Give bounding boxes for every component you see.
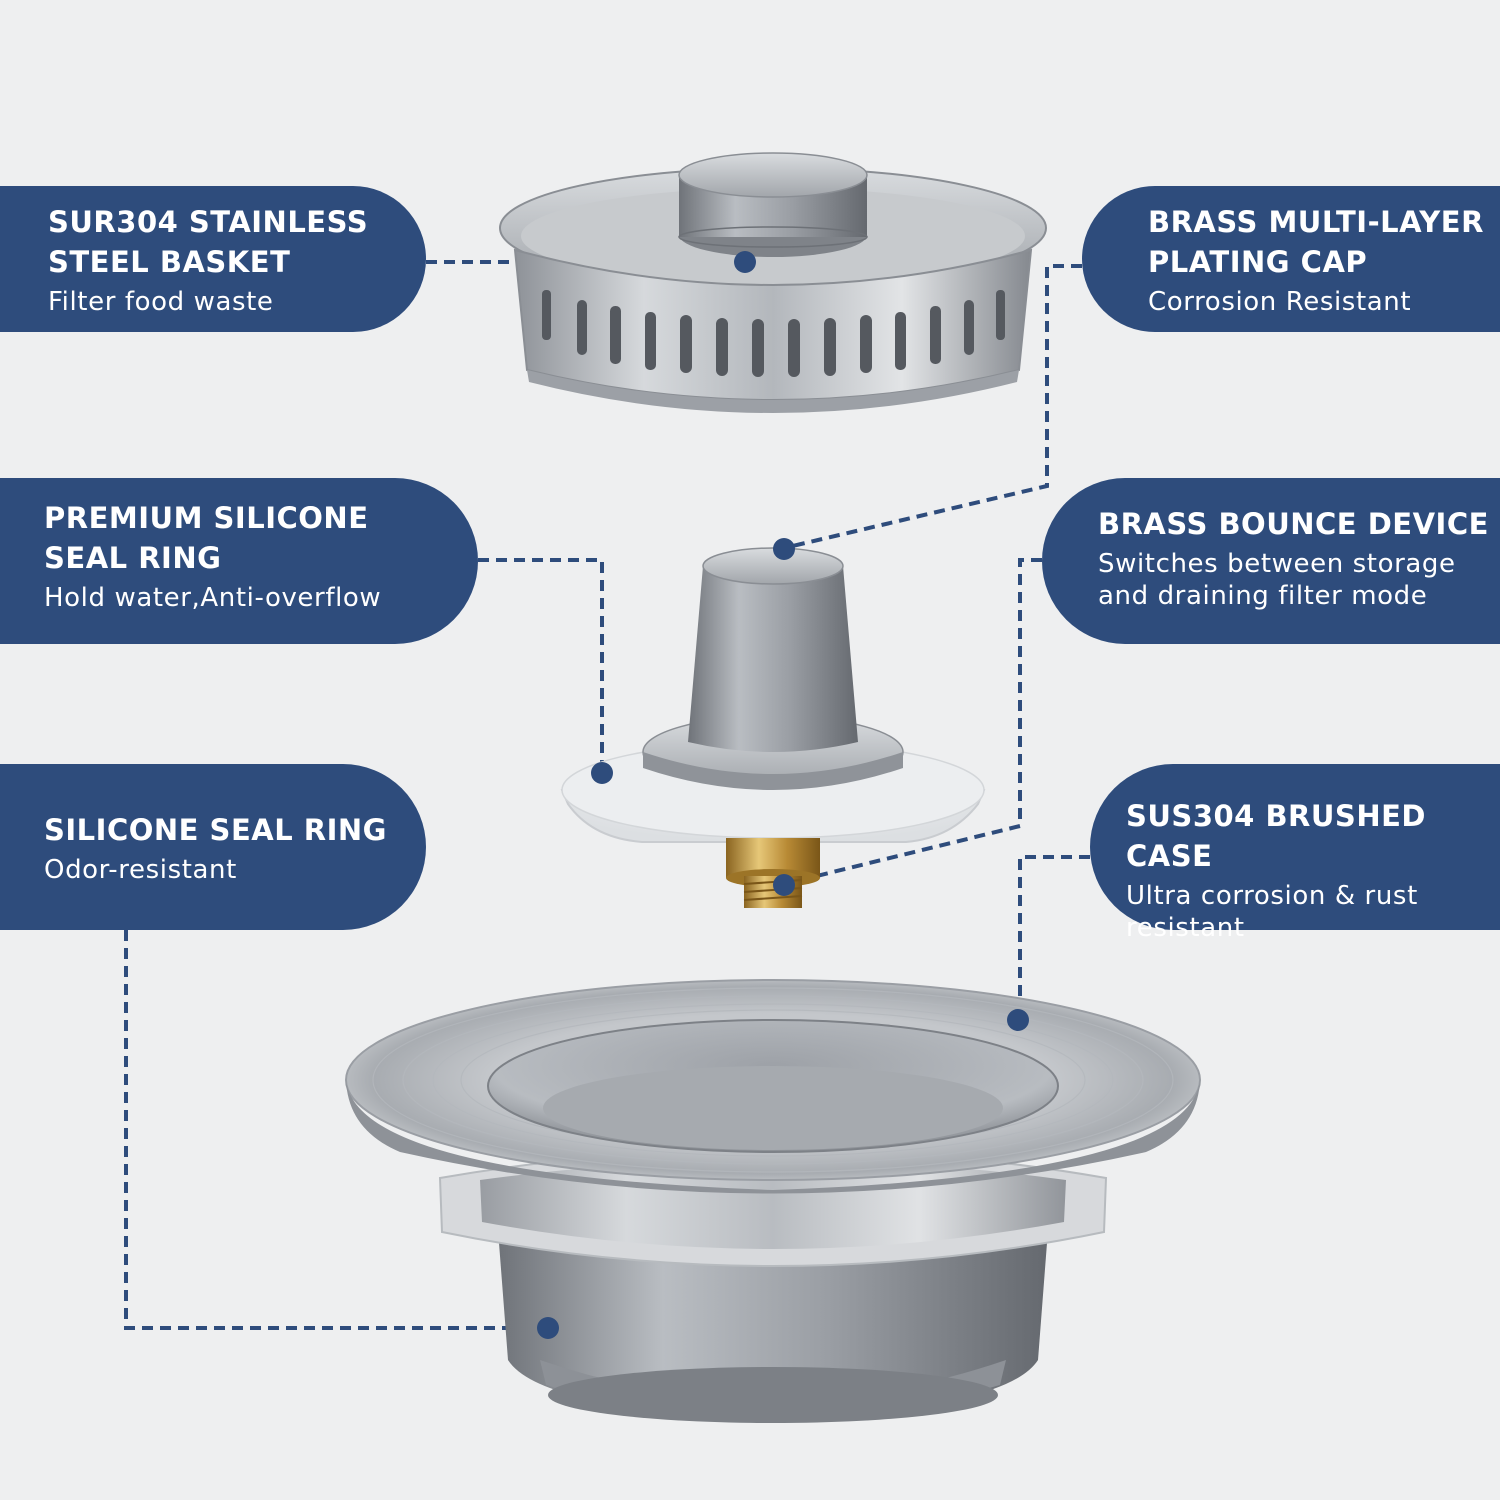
brushed-flange-case-icon	[345, 979, 1201, 1423]
label-cap-title: BRASS MULTI-LAYER PLATING CAP	[1148, 205, 1484, 279]
connector-cap	[783, 264, 1082, 550]
stopper-plug-icon	[560, 547, 986, 908]
label-case-desc: Ultra corrosion & rust resistant	[1126, 881, 1418, 943]
label-bounce-title: BRASS BOUNCE DEVICE	[1098, 507, 1489, 541]
label-basket-title: SUR304 STAINLESS STEEL BASKET	[48, 205, 369, 279]
connector-case	[1018, 855, 1090, 1018]
label-case: SUS304 BRUSHED CASE Ultra corrosion & ru…	[1090, 764, 1500, 943]
label-seal-desc: Odor-resistant	[44, 855, 237, 885]
label-seal: SILICONE SEAL RING Odor-resistant	[0, 764, 426, 930]
label-bounce: BRASS BOUNCE DEVICE Switches between sto…	[1042, 478, 1500, 644]
marker-dots	[537, 251, 1029, 1339]
connectors	[124, 260, 1090, 1330]
dot-premium-seal	[591, 762, 613, 784]
label-case-title: SUS304 BRUSHED CASE	[1126, 799, 1426, 873]
label-bounce-desc: Switches between storage and draining fi…	[1098, 549, 1456, 611]
label-cap: BRASS MULTI-LAYER PLATING CAP Corrosion …	[1082, 186, 1500, 332]
label-premium-seal-desc: Hold water,Anti-overflow	[44, 583, 382, 613]
dot-case	[1007, 1009, 1029, 1031]
connector-bounce	[783, 558, 1042, 886]
strainer-basket-icon	[499, 152, 1047, 413]
connector-seal	[124, 930, 548, 1330]
label-premium-seal: PREMIUM SILICONE SEAL RING Hold water,An…	[0, 478, 478, 644]
dot-seal	[537, 1317, 559, 1339]
connector-premium-seal	[478, 558, 604, 773]
label-basket-desc: Filter food waste	[48, 287, 274, 317]
dot-bounce	[773, 874, 795, 896]
label-seal-title: SILICONE SEAL RING	[44, 813, 387, 847]
label-basket: SUR304 STAINLESS STEEL BASKET Filter foo…	[0, 186, 426, 332]
label-cap-desc: Corrosion Resistant	[1148, 287, 1412, 317]
dot-cap	[773, 538, 795, 560]
dot-basket	[734, 251, 756, 273]
label-premium-seal-title: PREMIUM SILICONE SEAL RING	[44, 501, 369, 575]
